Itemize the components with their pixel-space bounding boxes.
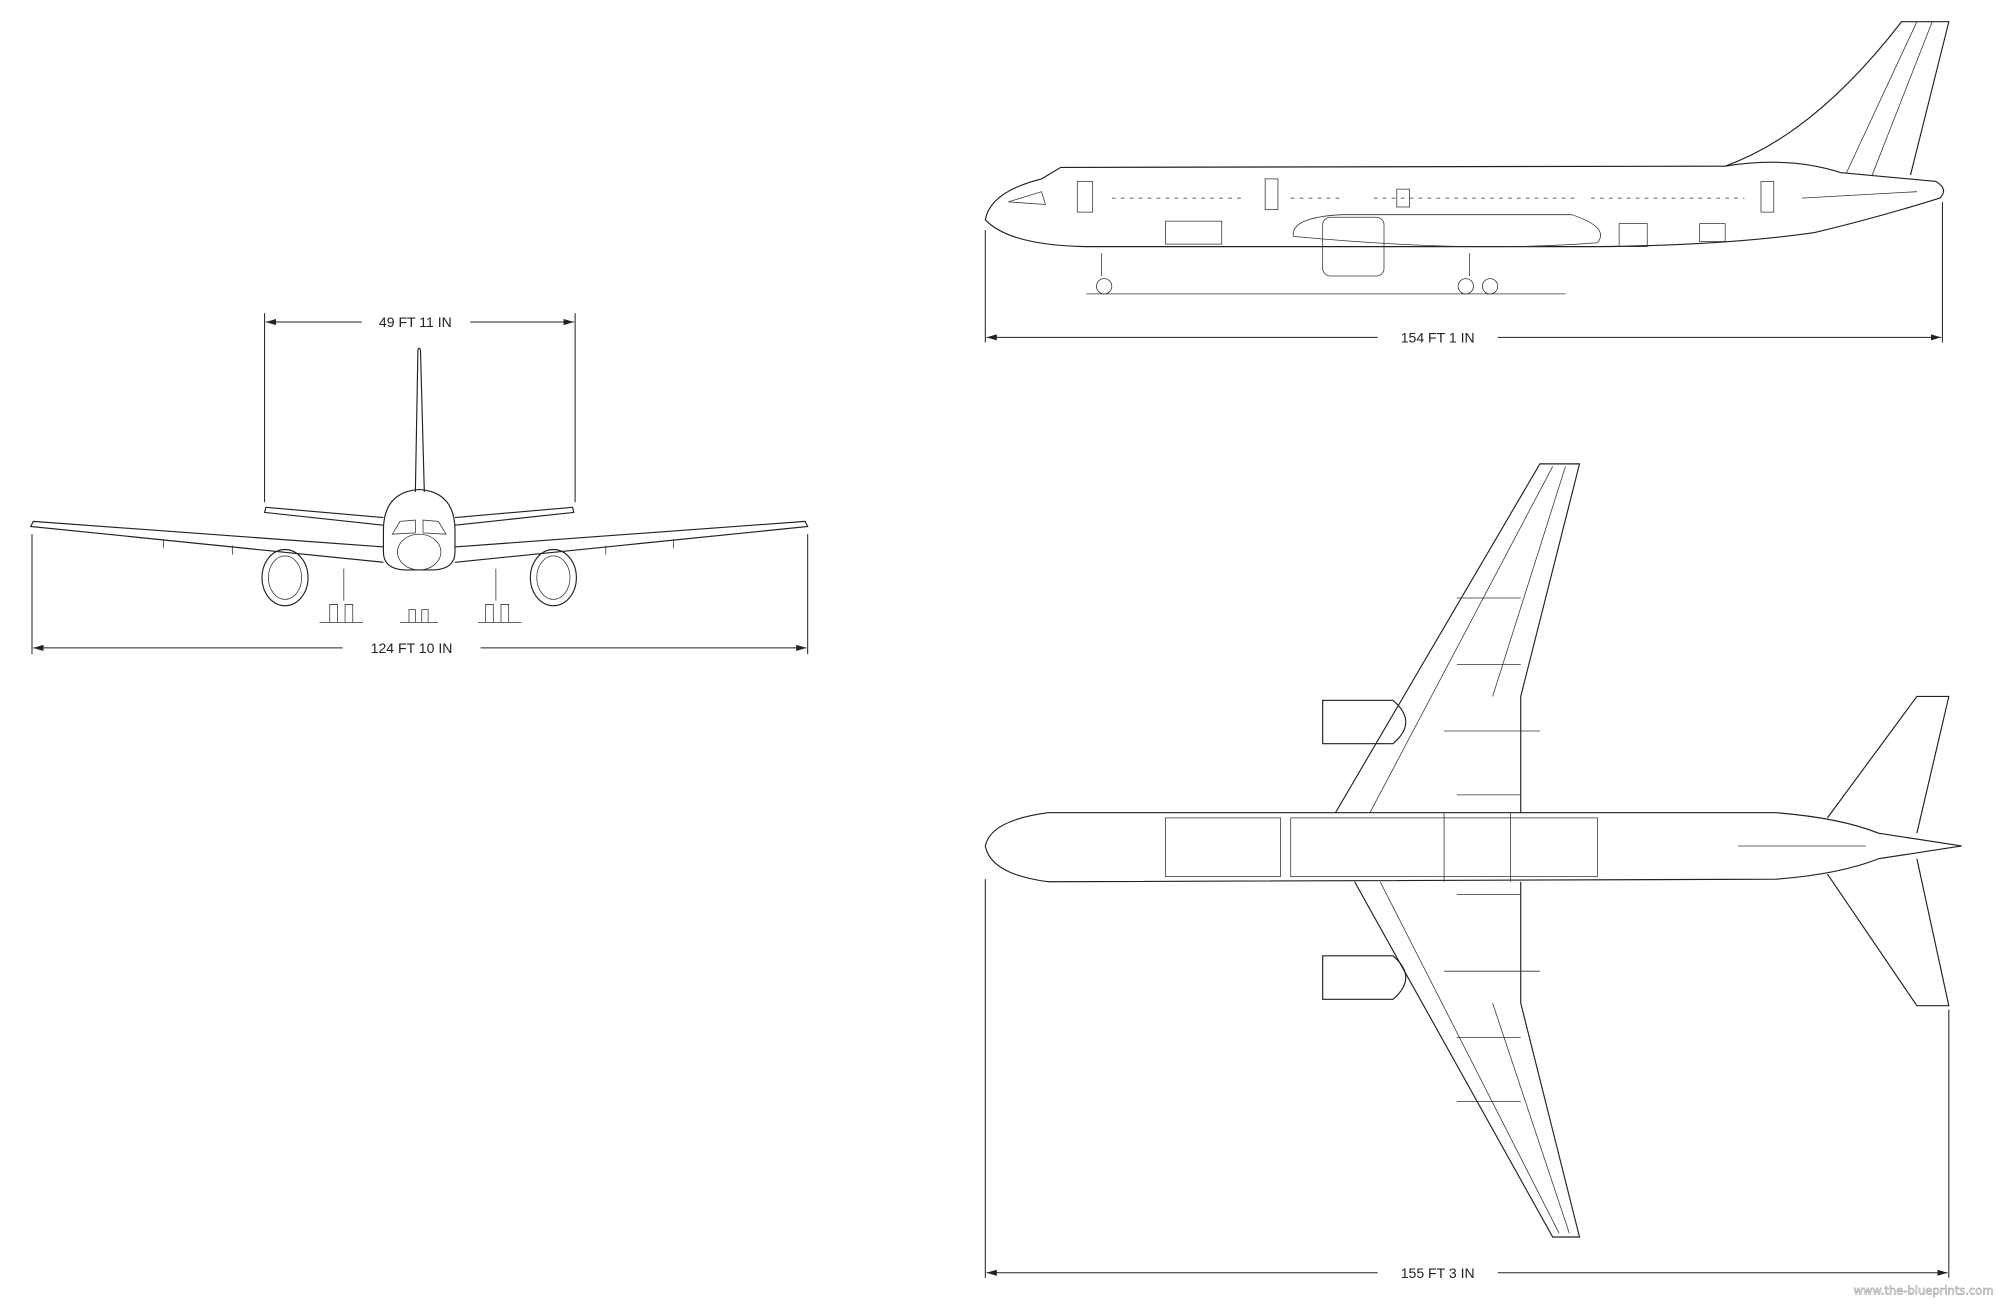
front-right-stabilizer bbox=[454, 506, 575, 526]
front-view: 49 FT 11 IN 124 FT 10 IN bbox=[29, 313, 809, 656]
side-length-label: 154 FT 1 IN bbox=[1401, 329, 1475, 345]
top-upper-wing bbox=[1334, 463, 1581, 814]
front-tailplane-span-label: 49 FT 11 IN bbox=[379, 314, 452, 330]
top-view: 155 FT 3 IN bbox=[984, 463, 1962, 1281]
front-wingspan-label: 124 FT 10 IN bbox=[371, 640, 453, 656]
front-fuselage bbox=[382, 488, 456, 571]
top-lower-engine bbox=[1322, 955, 1407, 1000]
front-left-engine bbox=[261, 548, 309, 607]
front-left-stabilizer bbox=[263, 506, 384, 526]
front-left-wing bbox=[29, 520, 384, 563]
top-length-label: 155 FT 3 IN bbox=[1401, 1265, 1475, 1281]
front-right-wing bbox=[454, 520, 809, 563]
top-upper-engine bbox=[1322, 699, 1407, 745]
top-lower-wing bbox=[1354, 881, 1581, 1238]
top-upper-stabilizer bbox=[1826, 695, 1950, 834]
side-view: 154 FT 1 IN bbox=[984, 21, 1950, 345]
side-tail-fin bbox=[1725, 21, 1950, 176]
front-fin bbox=[414, 347, 425, 493]
front-right-engine bbox=[529, 548, 577, 607]
top-lower-stabilizer bbox=[1826, 858, 1950, 1007]
top-fuselage bbox=[984, 812, 1962, 883]
side-fuselage bbox=[984, 161, 1945, 248]
watermark: www.the-blueprints.com bbox=[1854, 1283, 1994, 1297]
